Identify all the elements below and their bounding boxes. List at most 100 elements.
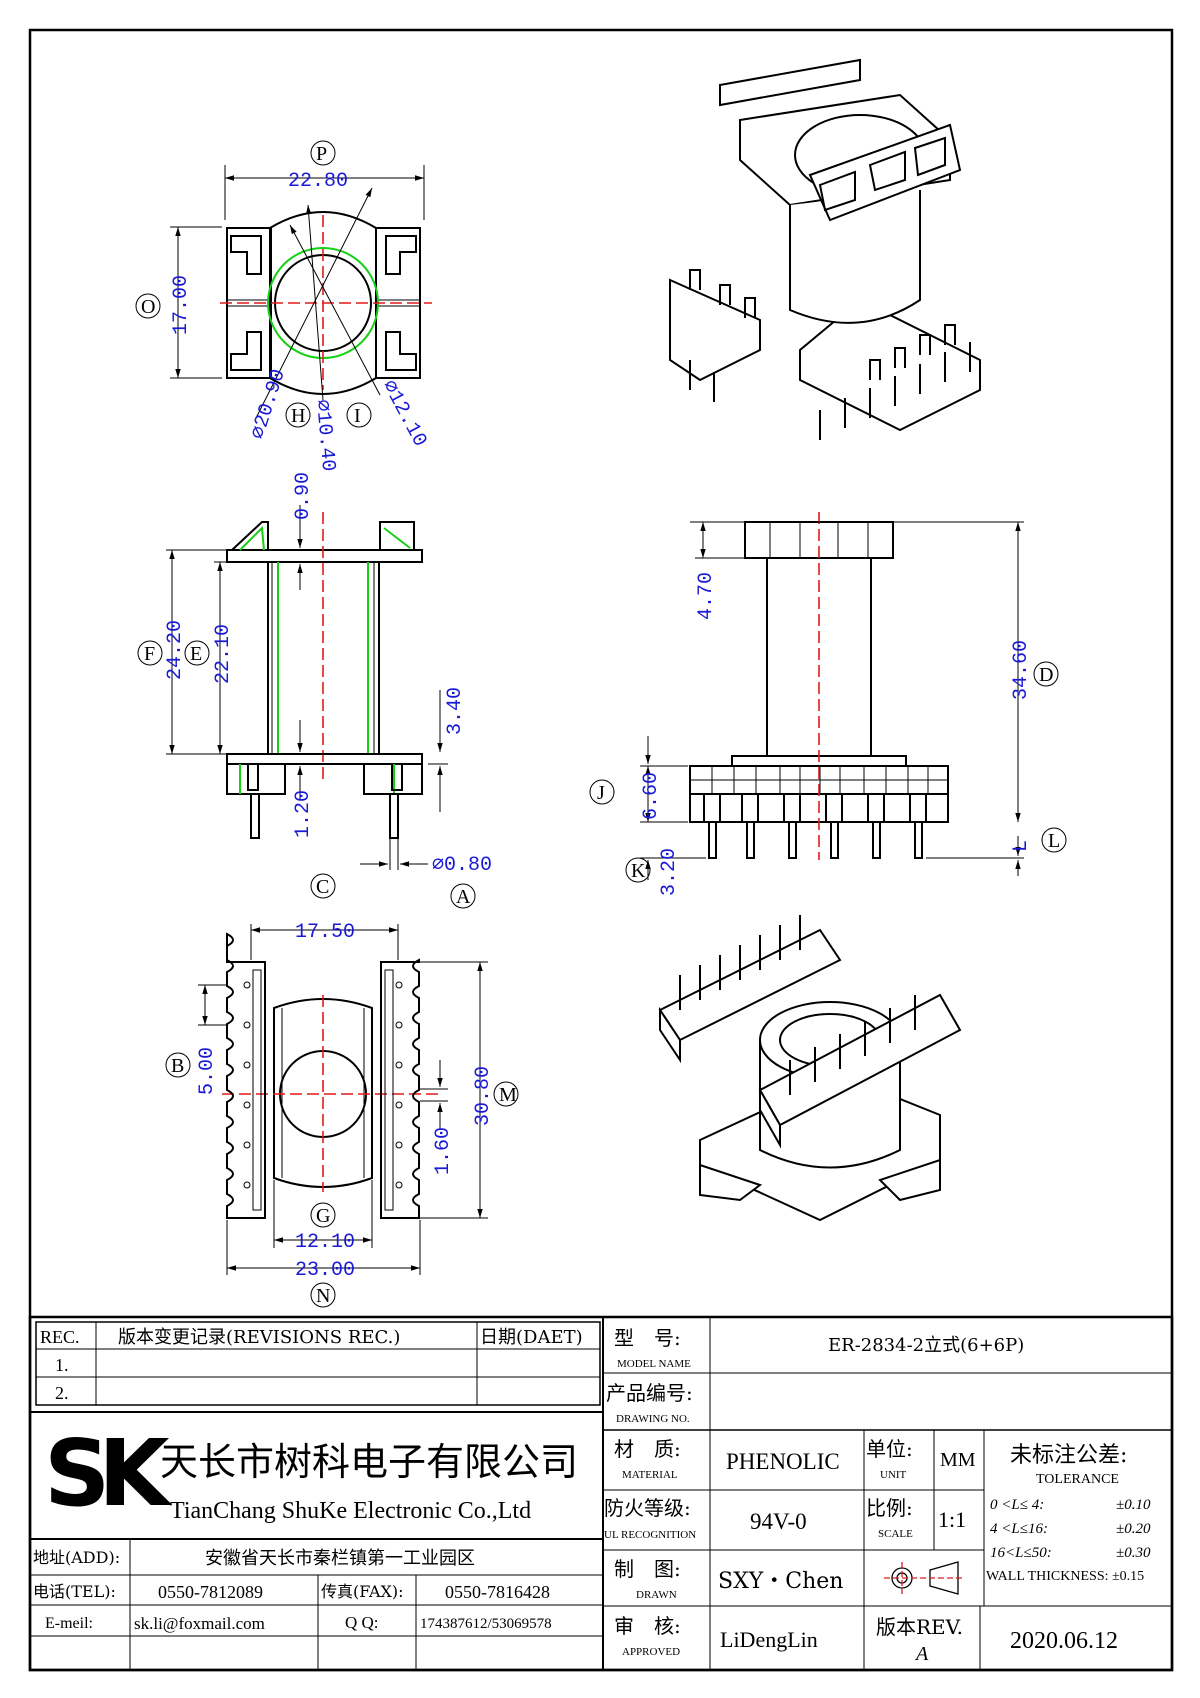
dim-bottom-n: 23.00 <box>295 1259 355 1282</box>
isometric-view-bottom <box>658 915 962 1222</box>
drawn-label-en: DRAWN <box>636 1589 677 1601</box>
dim-front-e: 22.10 <box>212 624 235 684</box>
material-label-cn: 材 质: <box>614 1437 681 1461</box>
dim-front-pin: ⌀0.80 <box>432 854 492 877</box>
email-label: E-meil: <box>45 1615 93 1632</box>
dim-side-d: 34.60 <box>1010 640 1033 700</box>
rev-header-desc: 版本变更记录(REVISIONS REC.) <box>118 1327 400 1348</box>
dim-side-k: 3.20 <box>658 848 681 896</box>
address-label: 地址(ADD): <box>33 1548 120 1567</box>
tolerance-range-1: 0 <L≤ 4: <box>990 1497 1044 1513</box>
ul-value: 94V-0 <box>750 1509 807 1534</box>
title-block <box>28 1315 1174 1672</box>
marker-m: M <box>499 1084 517 1106</box>
scale-label-cn: 比例: <box>866 1496 913 1520</box>
material-value: PHENOLIC <box>726 1449 840 1474</box>
scale-value: 1:1 <box>938 1507 966 1532</box>
rev-row-2: 2. <box>55 1383 69 1403</box>
marker-f: F <box>144 643 155 665</box>
bottom-view: 17.50 5.00 B 30.80 M 1.60 12.10 G 23.00 … <box>165 921 519 1308</box>
marker-b: B <box>171 1055 184 1077</box>
side-view: 4.70 34.60 D 6.60 3.20 J K L L <box>589 512 1067 896</box>
material-label-en: MATERIAL <box>622 1469 678 1481</box>
dim-bottom-g: 12.10 <box>295 1231 355 1254</box>
marker-l: L <box>1048 830 1060 852</box>
drawn-label-cn: 制 图: <box>614 1557 681 1581</box>
ul-label-en: UL RECOGNITION <box>604 1529 696 1541</box>
scale-label-en: SCALE <box>878 1528 913 1540</box>
marker-n: N <box>316 1285 330 1307</box>
company-logo: SK <box>44 1420 173 1527</box>
tolerance-value-1: ±0.10 <box>1116 1497 1151 1513</box>
dim-bottom-b: 5.00 <box>196 1047 219 1095</box>
dim-bottom-w: 17.50 <box>295 921 355 944</box>
company-name-cn: 天长市树科电子有限公司 <box>160 1440 578 1484</box>
email-value: sk.li@foxmail.com <box>134 1614 265 1633</box>
dim-bottom-p: 1.60 <box>432 1127 455 1175</box>
dim-top-width: 22.80 <box>288 170 348 193</box>
dim-side-j: 6.60 <box>640 772 663 820</box>
marker-o: O <box>141 296 155 318</box>
marker-h: H <box>291 405 305 427</box>
approved-value: LiDengLin <box>720 1627 818 1652</box>
marker-g: G <box>316 1205 330 1227</box>
model-label-en: MODEL NAME <box>617 1358 691 1370</box>
marker-c: C <box>316 876 329 898</box>
dim-front-c: 1.20 <box>292 790 315 838</box>
model-label-cn: 型 号: <box>614 1326 681 1350</box>
tolerance-range-2: 4 <L≤16: <box>990 1521 1048 1537</box>
isometric-view-top <box>669 58 981 440</box>
dim-top-height: 17.00 <box>170 275 193 335</box>
marker-a: A <box>456 886 471 908</box>
unit-label-cn: 单位: <box>866 1437 913 1461</box>
tolerance-title: 未标注公差: <box>1010 1443 1127 1468</box>
drawing-no-label-en: DRAWING NO. <box>616 1413 690 1425</box>
company-name-en: TianChang ShuKe Electronic Co.,Ltd <box>170 1498 531 1524</box>
tolerance-wall: WALL THICKNESS: ±0.15 <box>986 1569 1144 1584</box>
ul-label-cn: 防火等级: <box>604 1496 691 1520</box>
tolerance-subtitle: TOLERANCE <box>1036 1472 1119 1487</box>
tolerance-range-3: 16<L≤50: <box>990 1545 1052 1561</box>
marker-i: I <box>354 405 361 427</box>
dim-side-a: 4.70 <box>695 572 718 620</box>
projection-symbol-icon <box>884 1561 965 1595</box>
qq-value: 174387612/53069578 <box>420 1616 552 1632</box>
top-view: 22.80 P 17.00 O ⌀20.90 ⌀10.40 ⌀12. <box>135 140 432 473</box>
marker-e: E <box>190 643 202 665</box>
rev-header-rec: REC. <box>40 1327 80 1347</box>
approved-label-cn: 审 核: <box>614 1614 681 1638</box>
marker-d: D <box>1039 664 1053 686</box>
tel-value: 0550-7812089 <box>158 1582 263 1602</box>
marker-j: J <box>597 782 605 804</box>
qq-label: Q Q: <box>345 1613 379 1632</box>
rev-value: A <box>914 1643 929 1665</box>
dim-front-b: 3.40 <box>444 687 467 735</box>
approved-label-en: APPROVED <box>622 1646 680 1658</box>
dim-top-d2: ⌀10.40 <box>310 399 339 473</box>
dim-front-f: 24.20 <box>164 620 187 680</box>
rev-row-1: 1. <box>55 1355 69 1375</box>
drawn-value: SXY・Chen <box>718 1569 843 1594</box>
tolerance-value-2: ±0.20 <box>1116 1521 1151 1537</box>
tel-label: 电话(TEL): <box>33 1582 116 1601</box>
dim-top-d3: ⌀12.10 <box>377 376 431 450</box>
dim-front-a: 0.90 <box>292 472 315 520</box>
rev-label: 版本REV. <box>876 1615 963 1639</box>
address-value: 安徽省天长市秦栏镇第一工业园区 <box>205 1548 475 1569</box>
date-value: 2020.06.12 <box>1010 1628 1118 1654</box>
unit-value: MM <box>940 1449 976 1471</box>
fax-value: 0550-7816428 <box>445 1582 550 1602</box>
dim-bottom-m: 30.80 <box>472 1066 495 1126</box>
fax-label: 传真(FAX): <box>321 1582 404 1601</box>
rev-header-date: 日期(DAET) <box>480 1327 583 1348</box>
drawing-no-label-cn: 产品编号: <box>606 1381 693 1405</box>
dim-side-l: L <box>1010 840 1033 852</box>
marker-k: K <box>631 860 646 882</box>
front-view: 24.20 22.10 F E 0.90 3.40 1.20 ⌀0.80 C A <box>137 472 492 909</box>
tolerance-value-3: ±0.30 <box>1116 1545 1151 1561</box>
marker-p: P <box>316 143 327 165</box>
unit-label-en: UNIT <box>880 1469 907 1481</box>
drawing-frame <box>28 28 1174 1672</box>
model-value: ER-2834-2立式(6+6P) <box>828 1335 1024 1356</box>
